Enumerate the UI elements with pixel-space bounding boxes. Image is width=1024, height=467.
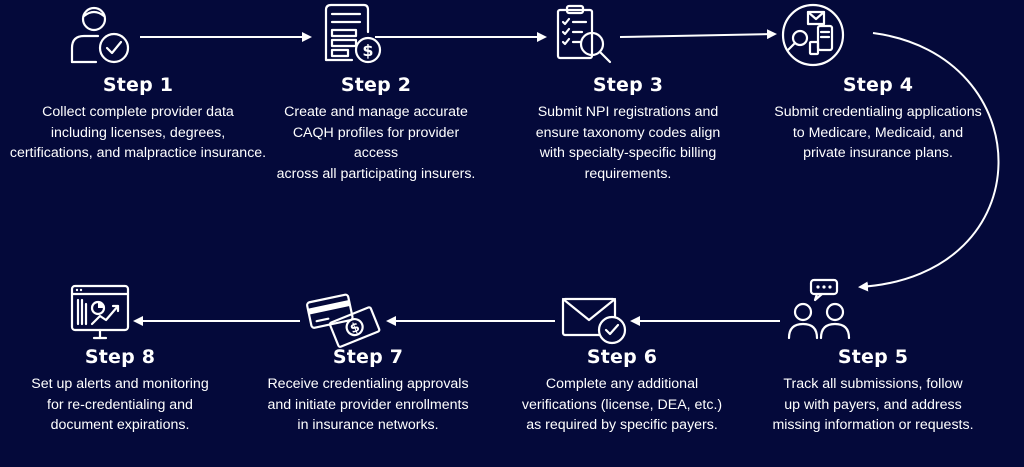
step-2-title: Step 2 [340,74,412,96]
envelope-check-icon [561,297,627,345]
step-8: Step 8 Set up alerts and monitoring for … [10,346,230,436]
step-6: Step 6 Complete any additional verificat… [502,346,742,436]
svg-text:$: $ [362,41,373,60]
step-4-description: Submit credentialing applications to Med… [774,104,982,161]
arrow-step3-to-step4 [619,29,777,40]
card-cash-icon: $ [306,293,381,348]
analytics-monitor-icon [70,284,130,340]
step-2-description: Create and manage accurate CAQH profiles… [276,104,476,182]
step-7: Step 7 Receive credentialing approvals a… [248,346,488,436]
step-4-title: Step 4 [842,74,914,96]
arrow-step4-to-step5 [858,32,1000,292]
step-7-description: Receive credentialing approvals and init… [267,376,469,433]
user-check-icon [70,6,130,64]
step-2: Step 2 Create and manage accurate CAQH p… [270,74,482,184]
team-chat-icon [787,278,851,340]
step-8-description: Set up alerts and monitoring for re-cred… [31,376,209,433]
step-4: Step 4 Submit credentialing applications… [766,74,990,164]
step-5-description: Track all submissions, follow up with pa… [772,376,974,433]
step-6-description: Complete any additional verifications (l… [521,376,723,433]
step-6-title: Step 6 [586,346,658,368]
step-1-title: Step 1 [102,74,174,96]
step-7-title: Step 7 [332,346,404,368]
step-3-description: Submit NPI registrations and ensure taxo… [535,104,721,182]
step-8-title: Step 8 [84,346,156,368]
step-3-title: Step 3 [592,74,664,96]
step-5: Step 5 Track all submissions, follow up … [752,346,994,436]
step-1-description: Collect complete provider data including… [9,104,267,161]
step-1: Step 1 Collect complete provider data in… [0,74,276,164]
step-5-title: Step 5 [837,346,909,368]
devices-search-icon [781,3,845,67]
checklist-search-icon [556,4,612,64]
document-money-icon: $ [324,3,382,64]
step-3: Step 3 Submit NPI registrations and ensu… [528,74,728,184]
